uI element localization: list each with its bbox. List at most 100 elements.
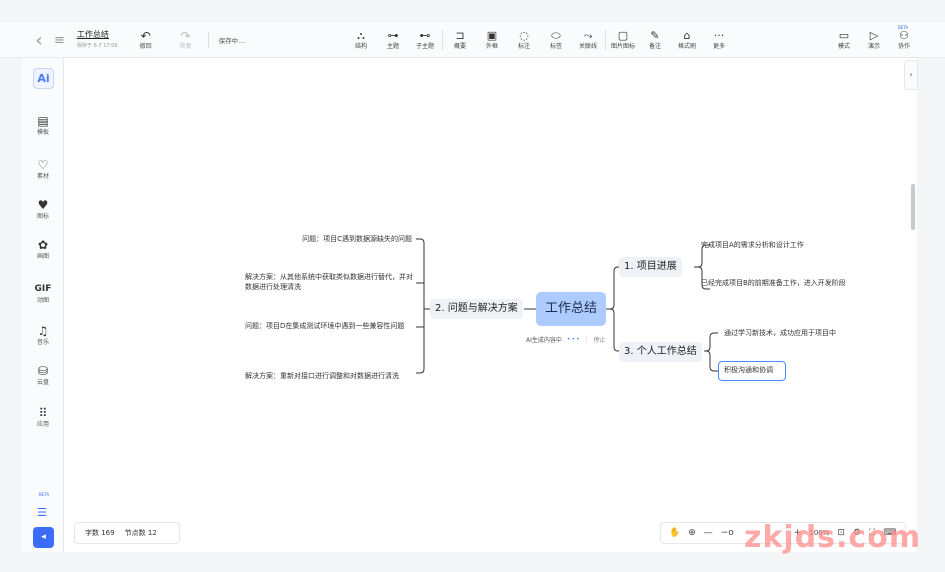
summary-tool[interactable]: ⊐概要 [444,29,476,51]
ai-button[interactable]: Ai [33,68,54,89]
beta-badge: BETA [898,25,909,30]
leaf-solution-c[interactable]: 解决方案：从其他系统中获取类似数据进行替代，并对数据进行处理清洗 [245,273,413,291]
image-icon-tool[interactable]: ▢图片图标 [607,29,639,51]
note-icon: ✎ [650,29,660,42]
mode-tool-label: 模式 [837,43,850,50]
leaf-solution-d[interactable]: 解决方案：重新对接口进行调整和对数据进行清洗 [245,372,399,380]
sidebar-item-cloud[interactable]: ⛁云盘 [22,364,64,387]
sidebar-item-label: 素材 [36,173,49,180]
fit-screen-icon[interactable]: ⊡ [837,528,845,538]
saved-time: 保存于 6-7 17:06 [76,42,118,49]
structure-icon: ⛬ [357,29,365,42]
format-brush-tool-label: 格式刷 [677,43,696,50]
image-icon-icon: ▢ [617,29,629,42]
material-icon: ♡ [37,158,49,172]
frame-tool[interactable]: ▣外框 [476,29,508,51]
format-brush-tool[interactable]: ⌂格式刷 [671,29,703,51]
collapse-panel-button[interactable]: ◂ [33,527,54,548]
branch-project-progress[interactable]: 1. 项目进展 [619,257,682,277]
expand-right-panel[interactable]: › [904,60,918,90]
leaf-problem-d[interactable]: 问题：项目D在集成测试环境中遇到一些兼容性问题 [245,322,405,330]
present-tool-label: 演示 [867,43,880,50]
structure-tool[interactable]: ⛬结构 [345,29,377,51]
cloud-icon: ⛁ [37,364,49,378]
mode-tool[interactable]: ▭模式 [829,29,859,51]
leaf-project-a[interactable]: 完成项目A的需求分析和设计工作 [701,241,804,249]
sidebar-item-music[interactable]: ♫音乐 [22,324,64,347]
redo-button[interactable]: ↷ 恢复 [174,28,198,51]
sidebar-item-label: 云盘 [36,379,49,386]
save-status: 保存中... [218,37,245,45]
word-count: 字数 169 [85,529,115,537]
subtopic-tool[interactable]: ⊷子主题 [409,29,441,51]
zoom-level[interactable]: 100% [809,529,830,537]
keyboard-icon[interactable]: ⌨ [883,528,897,538]
zoom-out-icon[interactable]: — [703,528,713,538]
leaf-problem-c[interactable]: 问题：项目C遇到数据源缺失的问题 [302,235,412,243]
toolbar-right-tools: ▭模式▷演示⚇协作 [829,26,919,54]
zoom-slider[interactable]: −o [720,528,734,538]
central-topic[interactable]: 工作总结 [536,292,606,326]
tag-tool-label: 标签 [549,43,562,50]
sidebar-item-label: 画图 [36,253,49,260]
leaf-new-tech[interactable]: 通过学习新技术，成功应用于项目中 [724,329,836,337]
settings-icon[interactable]: ⚙ [852,528,862,538]
more-tool[interactable]: ···更多 [703,29,735,51]
back-icon[interactable]: ‹ [35,29,43,51]
vertical-scrollbar[interactable] [911,184,915,230]
subtopic-tool-label: 子主题 [415,43,434,50]
tag-tool[interactable]: ⬭标签 [540,29,572,51]
undo-button[interactable]: ↶ 撤回 [134,28,158,51]
more-tool-label: 更多 [712,43,725,50]
hand-icon[interactable]: ✋ [669,528,681,538]
ai-generating-text: AI生成内容中 [526,336,562,344]
draw-icon: ✿ [37,238,49,252]
tag-icon: ⬭ [551,29,561,42]
sidebar-item-icons[interactable]: ♥图标 [22,198,64,221]
sidebar-item-draw[interactable]: ✿画图 [22,238,64,261]
music-icon: ♫ [37,324,49,338]
leaf-project-b[interactable]: 已经完成项目B的前期准备工作，进入开发阶段 [701,279,846,287]
note-tool[interactable]: ✎备注 [639,29,671,51]
doc-title[interactable]: 工作总结 [76,29,109,39]
branch-problems-solutions[interactable]: 2. 问题与解决方案 [430,299,523,319]
callout-tool[interactable]: ◌标注 [508,29,540,51]
redo-label: 恢复 [179,42,192,50]
list-icon[interactable]: ☰ [37,506,47,519]
more-icon: ··· [713,29,725,42]
zoom-in-icon[interactable]: + [793,528,802,538]
redo-icon: ↷ [180,28,191,43]
sidebar-item-label: 动图 [36,297,49,304]
callout-tool-label: 标注 [517,43,530,50]
topic-tool[interactable]: ⊶主题 [377,29,409,51]
leaf-communication-selected[interactable]: 积极沟通和协调 [718,361,786,381]
menu-icon[interactable]: ≡ [54,32,65,48]
present-tool[interactable]: ▷演示 [859,29,889,51]
ai-generating-bar: AI生成内容中 ••• | 停止 [526,335,606,344]
sidebar-item-material[interactable]: ♡素材 [22,158,64,181]
mindmap-canvas[interactable]: 工作总结 2. 问题与解决方案 1. 项目进展 3. 个人工作总结 问题：项目C… [64,58,917,552]
doc-title-box[interactable]: 工作总结 保存于 6-7 17:06 [77,30,118,51]
undo-icon: ↶ [140,28,151,43]
note-tool-label: 备注 [648,43,661,50]
sidebar-item-label: 图标 [36,213,49,220]
frame-tool-label: 外框 [485,43,498,50]
image-icon-tool-label: 图片图标 [610,43,635,50]
ai-stop-button[interactable]: 停止 [593,336,606,344]
collab-icon: ⚇ [899,29,909,42]
locate-icon[interactable]: ⊕ [688,528,696,538]
present-icon: ▷ [869,29,879,42]
top-toolbar: ‹ ≡ 工作总结 保存于 6-7 17:06 ↶ 撤回 ↷ 恢复 保存中... … [0,22,945,58]
callout-icon: ◌ [519,29,529,42]
sidebar-item-template[interactable]: ▤模板 [22,114,64,137]
collab-tool[interactable]: ⚇协作 [889,29,919,51]
sidebar-item-apps[interactable]: ⠿应用 [22,406,64,429]
topic-icon: ⊶ [387,29,399,42]
branch-personal-summary[interactable]: 3. 个人工作总结 [619,342,702,362]
relation-tool[interactable]: ⤳关联线 [572,29,604,51]
collab-tool-label: 协作 [897,43,910,50]
site-watermark: zkjds.com [744,520,922,555]
fullscreen-icon[interactable]: ⛶ [869,528,876,538]
